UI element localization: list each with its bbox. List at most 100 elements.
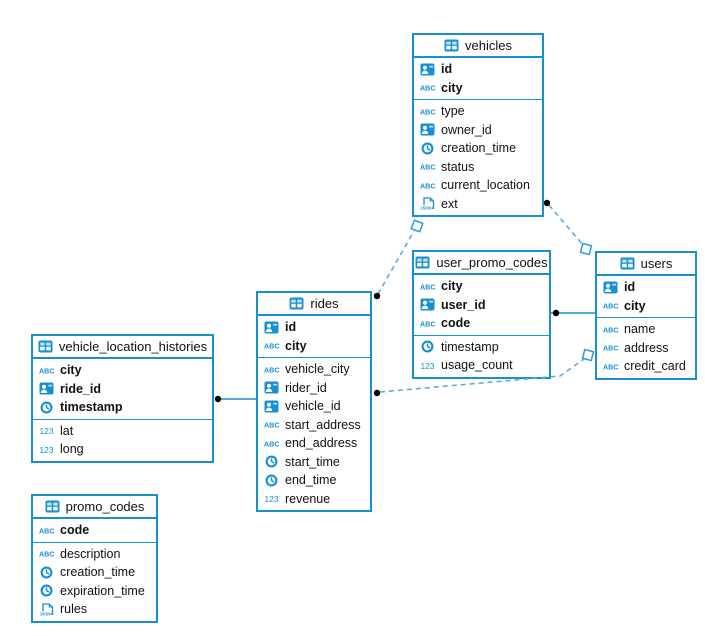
column-label: rider_id xyxy=(285,380,327,395)
column-row-type: ABC type xyxy=(414,102,542,121)
relation-endpoint-dot xyxy=(543,199,551,207)
column-row-rider_id: rider_id xyxy=(258,379,370,398)
id-badge-icon xyxy=(39,382,55,395)
column-label: description xyxy=(60,546,121,561)
column-label: end_time xyxy=(285,473,337,488)
column-label: lat xyxy=(60,423,74,438)
column-row-description: ABC description xyxy=(33,545,156,564)
svg-text:JSON: JSON xyxy=(421,206,432,211)
column-label: start_address xyxy=(285,417,361,432)
column-label: city xyxy=(624,298,646,313)
text-abc-icon: ABC xyxy=(39,547,55,560)
clock-icon xyxy=(39,401,55,414)
column-row-city: ABC city xyxy=(597,297,695,316)
column-label: code xyxy=(60,523,90,538)
table-grid-icon xyxy=(38,340,54,353)
svg-text:ABC: ABC xyxy=(39,552,55,559)
svg-text:ABC: ABC xyxy=(420,109,436,116)
clock-icon xyxy=(264,474,280,487)
column-label: type xyxy=(441,104,465,119)
svg-text:ABC: ABC xyxy=(264,423,280,430)
id-badge-icon xyxy=(264,381,280,394)
column-label: city xyxy=(441,279,463,294)
text-abc-icon: ABC xyxy=(420,81,436,94)
column-label: start_time xyxy=(285,454,340,469)
table-title: vehicle_location_histories xyxy=(58,339,208,354)
column-row-owner_id: owner_id xyxy=(414,121,542,140)
text-abc-icon: ABC xyxy=(264,437,280,450)
relation-vehicles-users[interactable] xyxy=(543,199,593,256)
relation-endpoint-square xyxy=(579,242,593,256)
text-abc-icon: ABC xyxy=(264,363,280,376)
text-abc-icon: ABC xyxy=(420,280,436,293)
column-row-end_time: end_time xyxy=(258,471,370,490)
column-row-end_address: ABC end_address xyxy=(258,434,370,453)
column-row-expiration_time: expiration_time xyxy=(33,582,156,601)
svg-text:ABC: ABC xyxy=(603,304,619,311)
column-row-id: id xyxy=(597,278,695,297)
column-label: end_address xyxy=(285,436,358,451)
svg-text:123: 123 xyxy=(421,361,435,371)
table-title: user_promo_codes xyxy=(436,255,548,270)
relation-user_promo_codes-users[interactable] xyxy=(551,309,595,317)
svg-text:ABC: ABC xyxy=(264,441,280,448)
relation-endpoint-dot xyxy=(552,309,560,317)
relation-vehicle_location_histories-rides[interactable] xyxy=(214,395,256,403)
column-row-timestamp: timestamp xyxy=(33,398,212,417)
svg-text:ABC: ABC xyxy=(420,86,436,93)
table-grid-icon xyxy=(45,500,61,513)
text-abc-icon: ABC xyxy=(420,317,436,330)
column-label: rules xyxy=(60,602,88,617)
column-row-vehicle_city: ABC vehicle_city xyxy=(258,360,370,379)
column-label: ride_id xyxy=(60,381,101,396)
column-label: revenue xyxy=(285,491,331,506)
text-abc-icon: ABC xyxy=(603,323,619,336)
column-row-city: ABC city xyxy=(414,277,549,296)
json-document-icon: JSON xyxy=(39,603,55,616)
id-badge-icon xyxy=(603,281,619,294)
table-header: promo_codes xyxy=(33,496,156,519)
text-abc-icon: ABC xyxy=(39,524,55,537)
table-grid-icon xyxy=(289,297,305,310)
text-abc-icon: ABC xyxy=(603,341,619,354)
table-header: rides xyxy=(258,293,370,316)
id-badge-icon xyxy=(264,321,280,334)
svg-text:123: 123 xyxy=(40,445,54,455)
column-label: vehicle_city xyxy=(285,362,350,377)
column-row-start_time: start_time xyxy=(258,453,370,472)
clock-icon xyxy=(264,455,280,468)
svg-text:ABC: ABC xyxy=(39,528,55,535)
column-label: creation_time xyxy=(441,141,517,156)
column-label: long xyxy=(60,442,84,457)
table-grid-icon xyxy=(415,256,431,269)
column-row-ride_id: ride_id xyxy=(33,380,212,399)
table-title: promo_codes xyxy=(65,499,145,514)
column-label: vehicle_id xyxy=(285,399,341,414)
column-label: city xyxy=(60,363,82,378)
id-badge-icon xyxy=(420,298,436,311)
svg-text:JSON: JSON xyxy=(40,611,51,616)
id-badge-icon xyxy=(420,123,436,136)
table-header: vehicles xyxy=(414,35,542,58)
column-label: usage_count xyxy=(441,358,513,373)
number-123-icon: 123 xyxy=(39,443,55,456)
column-row-id: id xyxy=(414,60,542,79)
